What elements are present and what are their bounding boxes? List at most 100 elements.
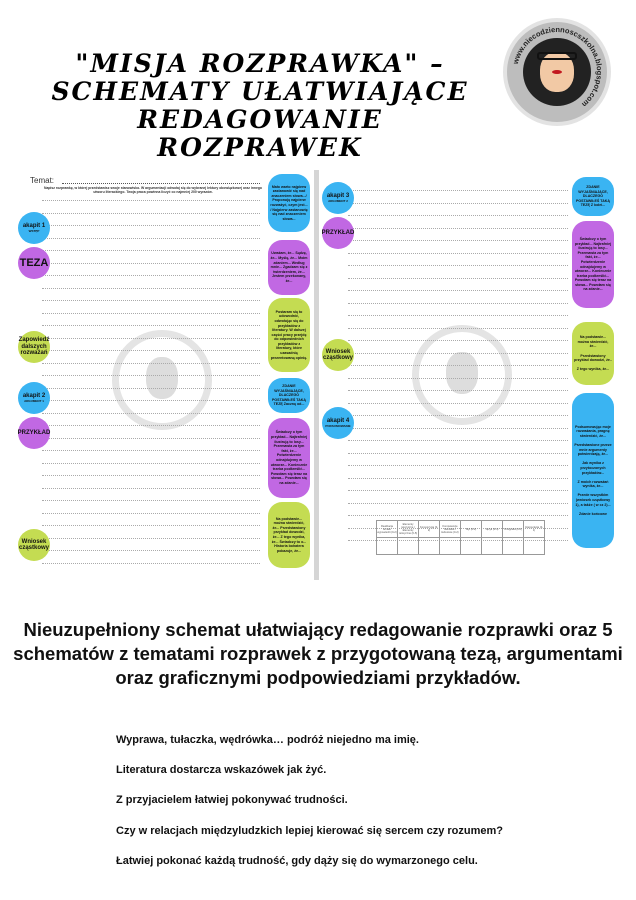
writing-line: [348, 390, 568, 391]
phrase-hint-bubble: Świadczy o tym przykład... Najtrafniej i…: [268, 418, 310, 498]
section-marker-teza: TEZA: [18, 247, 50, 279]
writing-line: [348, 452, 568, 454]
writing-line: [42, 237, 260, 239]
phrase-hint-bubble: Podsumowując moje rozważania, pragnę stw…: [572, 393, 614, 548]
writing-line: [348, 402, 568, 404]
section-marker-label: PRZYKŁAD: [321, 229, 355, 236]
score-table-cell: [439, 537, 461, 555]
topic-item: Łatwiej pokonać każdą trudność, gdy dąży…: [116, 854, 478, 867]
writing-line: [42, 325, 260, 326]
writing-line: [42, 425, 260, 426]
glasses-icon: [537, 52, 577, 60]
score-table-header: Język (0-4): [481, 520, 503, 538]
writing-line: [42, 487, 260, 489]
section-marker-label: akapit 1: [22, 223, 46, 230]
writing-line: [42, 262, 260, 264]
phrase-hint-bubble: Uważam, że... Sądzę, że... Myślę, że... …: [268, 240, 310, 295]
writing-line: [348, 465, 568, 466]
score-table-header: Kompozycja (0-2): [418, 520, 440, 538]
writing-line: [42, 362, 260, 364]
writing-line: [348, 340, 568, 341]
writing-line: [348, 352, 568, 354]
writing-line: [348, 515, 568, 516]
writing-line: [42, 212, 260, 214]
writing-line: [348, 252, 568, 254]
writing-line: [348, 502, 568, 504]
instruction-text: Napisz rozprawkę, w której przedstawisz …: [44, 186, 262, 195]
writing-line: [348, 202, 568, 204]
writing-line: [42, 437, 260, 439]
section-marker-label: TEZA: [19, 257, 49, 269]
score-table-cell: [397, 537, 419, 555]
section-marker-label: PRZYKŁAD: [17, 429, 51, 436]
writing-line: [42, 462, 260, 464]
phrase-hint-bubble: Na podstawie... można stwierdzić, że... …: [572, 322, 614, 385]
writing-line: [348, 477, 568, 479]
writing-line: [348, 265, 568, 266]
writing-line: [42, 400, 260, 401]
writing-line: [348, 302, 568, 304]
section-marker-przykład: PRZYKŁAD: [18, 417, 50, 449]
writing-line: [42, 225, 260, 226]
phrase-hint-bubble: Mało warto najpierw zastanowić się nad z…: [268, 174, 310, 232]
score-table-cell: [523, 537, 545, 555]
writing-line: [42, 337, 260, 339]
writing-line: [42, 562, 260, 564]
writing-line: [42, 387, 260, 389]
score-table-header: Realizacja tematu wypowiedzi (0-2): [376, 520, 398, 538]
score-table-cell: [376, 537, 398, 555]
writing-line: [42, 500, 260, 501]
score-table-header: Styl (0-2): [460, 520, 482, 538]
title-line: "MISJA ROZPRAWKA" –: [75, 49, 445, 78]
topic-item: Z przyjacielem łatwiej pokonywać trudnoś…: [116, 794, 348, 807]
topic-item: Czy w relacjach międzyludzkich lepiej ki…: [116, 824, 504, 837]
section-marker-sublabel: ARGUMENT 2: [328, 198, 348, 203]
section-marker-label: akapit 3: [326, 193, 350, 200]
phrase-hint-bubble: Postaram się to udowodnić, odwołując się…: [268, 298, 310, 372]
section-marker-label: Wniosek cząstkowy: [18, 538, 49, 552]
writing-line: [348, 377, 568, 379]
score-table-cell: [502, 537, 524, 555]
score-table-cell: [418, 537, 440, 555]
score-table-header: Elementy retoryczne / Elementy retoryczn…: [397, 520, 419, 538]
writing-line: [42, 412, 260, 414]
writing-line: [348, 277, 568, 279]
writing-line: [42, 475, 260, 476]
topic-line: [62, 183, 260, 184]
score-table-cell: [460, 537, 482, 555]
page-divider: [314, 170, 319, 580]
phrase-hint-bubble: Na podstawie... można stwierdzić, że... …: [268, 502, 310, 568]
blog-logo: www.niecodziennoscszkolna.blogspot.com: [503, 18, 611, 126]
section-marker-sublabel: WSTĘP: [28, 228, 40, 233]
writing-line: [42, 375, 260, 376]
writing-line: [348, 227, 568, 229]
section-marker-zapowiedź-dalszych-rozważań: Zapowiedź dalszych rozważań: [18, 331, 50, 363]
writing-line: [42, 537, 260, 539]
writing-line: [42, 450, 260, 451]
watermark: [412, 325, 512, 425]
writing-line: [348, 215, 568, 216]
writing-line: [42, 312, 260, 314]
tagline: Nieuzupełniony schemat ułatwiający redag…: [13, 619, 623, 688]
writing-line: [348, 290, 568, 291]
writing-line: [348, 315, 568, 316]
writing-line: [42, 525, 260, 526]
writing-line: [42, 300, 260, 301]
writing-line: [42, 200, 260, 201]
phrase-hint-bubble: ZDANIE WYJAŚNIAJĄCE, DLACZEGO POSTAWIŁEŚ…: [572, 177, 614, 216]
phrase-hint-bubble: Świadczy o tym przykład... Najtrafniej i…: [572, 221, 614, 308]
writing-line: [348, 240, 568, 241]
avatar: [523, 38, 591, 106]
section-marker-label: akapit 2: [22, 393, 46, 400]
writing-line: [348, 365, 568, 366]
score-table: Realizacja tematu wypowiedzi (0-2)Elemen…: [376, 520, 545, 555]
writing-line: [42, 275, 260, 276]
writing-line: [348, 415, 568, 416]
writing-line: [42, 350, 260, 351]
topic-label: Temat:: [30, 176, 55, 185]
section-marker-label: Zapowiedź dalszych rozważań: [18, 337, 50, 357]
